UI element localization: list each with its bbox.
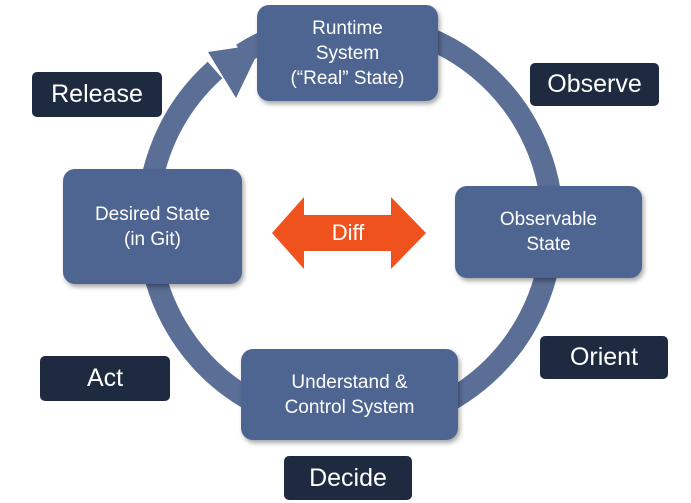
runtime-system-node: Runtime System (“Real” State) (257, 5, 438, 101)
runtime-line-3: (“Real” State) (290, 67, 405, 89)
diff-label: Diff (331, 220, 365, 245)
control-line-2: Control System (284, 396, 415, 418)
phase-release-label: Release (32, 72, 162, 117)
desired-state-node: Desired State (in Git) (63, 169, 242, 284)
runtime-line-2: System (315, 42, 380, 64)
diff-double-arrow (272, 197, 426, 269)
desired-line-2: (in Git) (124, 228, 181, 250)
phase-act-label: Act (40, 356, 170, 401)
observable-state-node: Observable State (455, 186, 642, 278)
control-line-1: Understand & (291, 371, 408, 393)
observable-line-1: Observable (499, 209, 598, 230)
desired-line-1: Desired State (94, 203, 211, 225)
phase-decide-label: Decide (284, 456, 412, 500)
understand-control-node: Understand & Control System (241, 349, 458, 440)
observable-line-2: State (526, 234, 571, 255)
runtime-line-1: Runtime (312, 17, 383, 39)
phase-orient-label: Orient (540, 336, 668, 379)
cycle-arrowhead (208, 44, 262, 98)
phase-observe-label: Observe (530, 63, 659, 106)
